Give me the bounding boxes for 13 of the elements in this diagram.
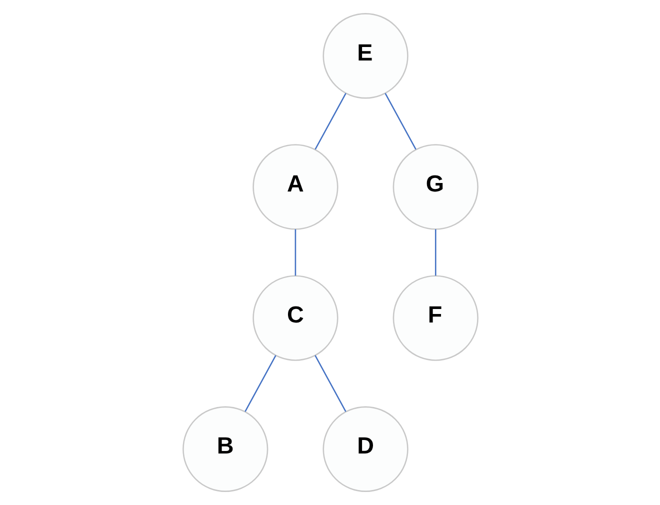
node-circle: C (252, 275, 338, 361)
connector (434, 229, 436, 276)
connector (244, 355, 276, 412)
node-circle: E (322, 13, 408, 99)
connector (314, 93, 346, 150)
node-circle: D (322, 406, 408, 492)
node-circle: F (392, 275, 478, 361)
connector (314, 355, 346, 412)
node-circle: G (392, 144, 478, 230)
connector (384, 93, 416, 150)
node-circle: B (182, 406, 268, 492)
connector (294, 229, 296, 276)
node-circle: A (252, 144, 338, 230)
